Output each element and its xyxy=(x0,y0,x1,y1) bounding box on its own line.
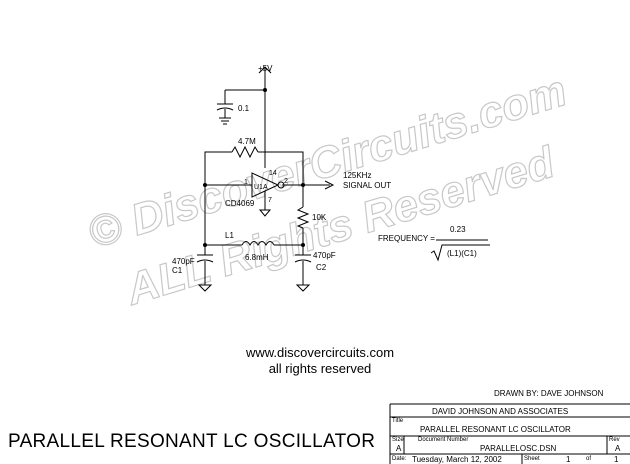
c2-value: 470pF xyxy=(313,251,336,260)
pin-gnd-label: 7 xyxy=(268,197,272,204)
frequency-label: 125KHz xyxy=(343,171,371,180)
rev-caption: Rev xyxy=(609,437,620,443)
load-resistor-value: 10K xyxy=(312,213,327,222)
docnum-caption: Document Number xyxy=(418,437,469,443)
pin-in-label: 1 xyxy=(244,179,248,186)
size-caption: Size xyxy=(392,437,404,443)
c2-name: C2 xyxy=(316,263,327,272)
company-name: DAVID JOHNSON AND ASSOCIATES xyxy=(432,407,569,416)
frequency-formula: FREQUENCY = 0.23 (L1)(C1) xyxy=(378,225,490,262)
of-value: 1 xyxy=(614,455,619,464)
watermark: © DiscoverCircuits.com ALL Rights Reserv… xyxy=(82,65,573,315)
sheet-value: 1 xyxy=(566,455,571,464)
pin-vcc-label: 14 xyxy=(269,170,277,177)
website-url: www.discovercircuits.com xyxy=(245,345,395,360)
c1-value: 470pF xyxy=(172,257,195,266)
junction-dots xyxy=(203,88,305,247)
size-value: A xyxy=(396,444,402,453)
gate-part: CD4069 xyxy=(225,199,255,208)
date-caption: Date: xyxy=(392,456,407,462)
docnum-value: PARALLELOSC.DSN xyxy=(480,444,557,453)
supply-label: +5V xyxy=(258,64,273,73)
formula-numerator: 0.23 xyxy=(450,225,466,234)
feedback-resistor-value: 4.7M xyxy=(238,137,256,146)
component-labels: +5V 0.1 4.7M 1 2 14 7 U1A CD4069 125KHz … xyxy=(172,64,391,275)
formula-lhs: FREQUENCY = xyxy=(378,234,435,243)
of-caption: of xyxy=(586,456,592,462)
radical-sign xyxy=(430,244,490,262)
pin-out-label: 2 xyxy=(284,178,288,185)
website-credit: www.discovercircuits.com all rights rese… xyxy=(200,345,440,377)
inductor-name: L1 xyxy=(225,231,234,240)
page-title: PARALLEL RESONANT LC OSCILLATOR xyxy=(8,431,376,452)
bypass-cap-value: 0.1 xyxy=(238,104,250,113)
title-caption: Title xyxy=(392,418,404,424)
signal-out-label: SIGNAL OUT xyxy=(343,181,391,190)
gate-name: U1A xyxy=(254,184,268,191)
title-value: PARALLEL RESONANT LC OSCILLATOR xyxy=(420,425,571,434)
website-rights: all rights reserved xyxy=(268,361,372,376)
drawn-by: DRAWN BY: DAVE JOHNSON xyxy=(494,389,604,398)
title-block-frame xyxy=(389,403,630,464)
date-value: Tuesday, March 12, 2002 xyxy=(412,455,502,464)
sheet-caption: Sheet xyxy=(524,456,540,462)
c1-name: C1 xyxy=(172,266,183,275)
rev-value: A xyxy=(615,444,621,453)
formula-denominator: (L1)(C1) xyxy=(447,249,477,258)
inductor-value: 6.8mH xyxy=(245,253,269,262)
